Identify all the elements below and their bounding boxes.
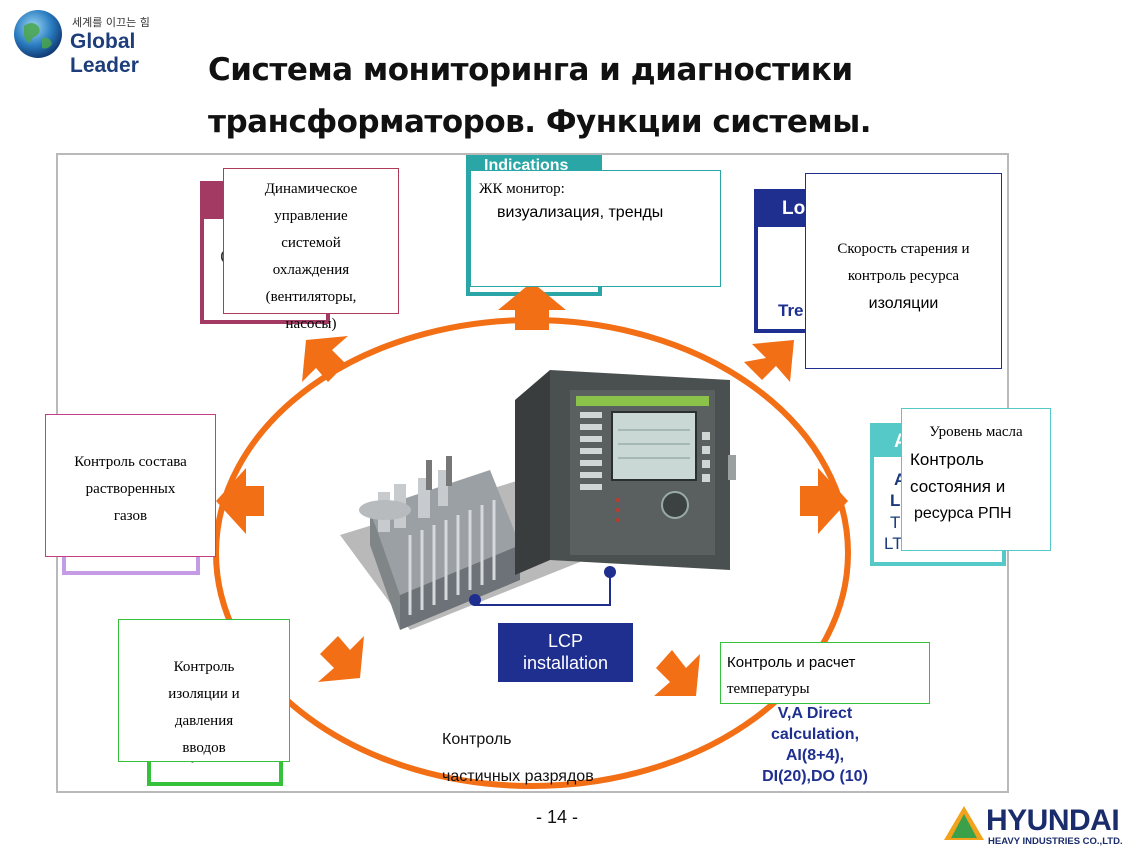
arrow-upright-aging <box>744 340 794 382</box>
oil-line-1: Уровень масла <box>929 424 1023 440</box>
logo-korean-text: 세계를 이끄는 힘 <box>72 16 150 29</box>
lcp-line-1: LCP <box>547 631 583 651</box>
aging-bg-label-1: Lo <box>782 198 806 219</box>
cooling-control-callout: Динамическое управление системой охлажде… <box>223 168 399 332</box>
arrow-right-oil <box>800 468 848 534</box>
va-line-4: DI(20),DO (10) <box>762 768 868 785</box>
lcd-line-1: ЖК монитор: <box>479 181 565 197</box>
va-line-2: calculation, <box>770 726 860 743</box>
cooling-line-5: (вентиляторы, <box>265 289 357 305</box>
bushing-line-1: Контроль <box>173 659 235 675</box>
global-leader-logo: 세계를 이끄는 힘 Global Leader <box>10 8 210 77</box>
arrow-downleft-bushing <box>318 636 364 682</box>
lcp-cabinet-icon <box>515 370 736 575</box>
temp-line-1: Контроль и расчет <box>727 654 856 671</box>
bushing-insulation-callout: Контроль изоляции и давления вводов <box>118 619 290 762</box>
transformer-icon <box>359 456 520 630</box>
lcd-monitor-callout: ЖК монитор: визуализация, тренды <box>470 170 721 287</box>
cooling-line-4: охлаждения <box>272 262 350 278</box>
bushing-line-2: изоляции и <box>168 686 240 702</box>
gas-line-1: Контроль состава <box>74 454 187 470</box>
signal-connection-line <box>469 566 616 606</box>
lcd-bg-label: Indications <box>484 157 569 174</box>
dissolved-gas-callout: Контроль состава растворенных газов <box>45 414 216 557</box>
title-line-1: Система мониторинга и диагностики <box>208 52 853 88</box>
bushing-line-4: вводов <box>182 740 226 756</box>
cooling-line-6: насосы) <box>285 316 337 332</box>
gas-line-2: растворенных <box>85 481 176 497</box>
logo-text: Global Leader <box>70 30 139 77</box>
hyundai-triangle-icon <box>944 806 984 840</box>
oil-bg-label-5: LT <box>884 534 903 553</box>
gas-line-3: газов <box>113 508 148 524</box>
arrow-downright-temp <box>654 650 700 696</box>
bushing-line-3: давления <box>174 713 234 729</box>
page-number: - 14 - <box>536 807 579 827</box>
aging-line-3: изоляции <box>868 295 939 312</box>
va-calculation-text: V,A Direct calculation, AI(8+4), DI(20),… <box>740 703 890 787</box>
oil-line-3: состояния и <box>910 477 1006 496</box>
transformer-and-lcp-illustration <box>340 370 736 630</box>
va-line-1: V,A Direct <box>777 705 853 722</box>
temp-line-2: температуры <box>727 681 810 697</box>
lcd-line-2: визуализация, тренды <box>497 204 664 221</box>
insulation-aging-callout: Скорость старения и контроль ресурса изо… <box>805 173 1002 369</box>
partial-discharge-label-2: частичных разрядов <box>442 768 594 785</box>
page-title: Система мониторинга и диагностики трансф… <box>208 44 872 148</box>
oil-bg-label-4: T <box>890 513 901 532</box>
cooling-line-3: системой <box>281 235 341 251</box>
lcp-line-2: installation <box>522 653 609 673</box>
oil-oltc-callout: Уровень масла Контроль состояния и ресур… <box>901 408 1051 551</box>
va-line-3: AI(8+4), <box>785 747 845 764</box>
arrow-left-gas <box>216 468 264 534</box>
cooling-line-1: Динамическое <box>264 181 358 197</box>
aging-bg-label-2: Tre <box>778 301 804 320</box>
partial-discharge-label-1: Контроль <box>442 731 512 748</box>
hyundai-logo: HYUNDAI HEAVY INDUSTRIES CO.,LTD. <box>942 804 1130 848</box>
aging-line-1: Скорость старения и <box>837 241 970 257</box>
oil-line-4: ресурса РПН <box>914 505 1012 522</box>
globe-icon <box>14 10 62 58</box>
oil-bg-label-3: L <box>890 491 901 510</box>
aging-line-2: контроль ресурса <box>847 268 960 284</box>
arrow-up-lcd <box>498 282 566 330</box>
arrow-upleft-cooling <box>302 336 348 382</box>
temperature-callout: Контроль и расчет температуры <box>720 642 930 704</box>
hyundai-brand-sub: HEAVY INDUSTRIES CO.,LTD. <box>988 836 1123 847</box>
hyundai-brand: HYUNDAI <box>986 804 1120 837</box>
title-line-2: трансформаторов. Функции системы. <box>208 104 872 140</box>
cooling-line-2: управление <box>274 208 348 224</box>
oil-line-2: Контроль <box>910 450 984 469</box>
lcp-installation-label: LCP installation <box>498 623 633 682</box>
